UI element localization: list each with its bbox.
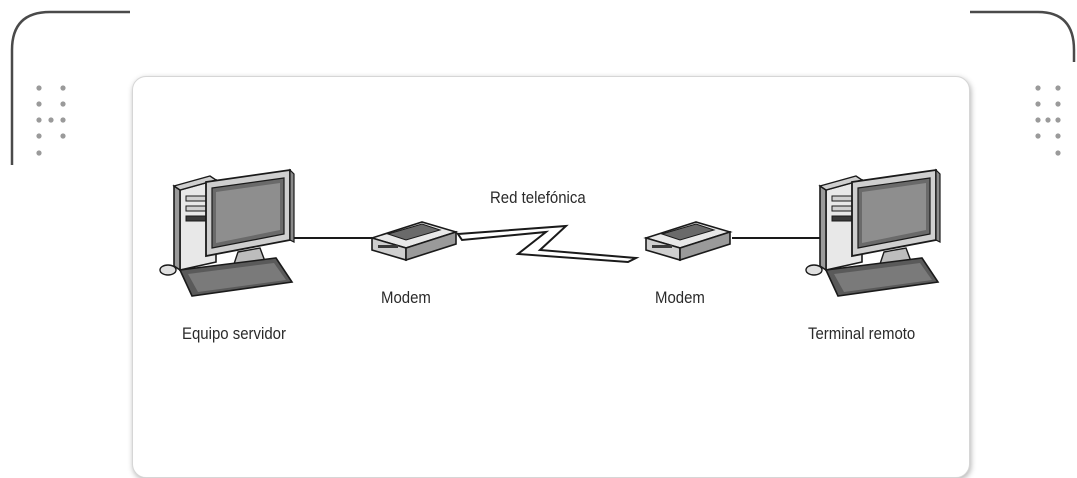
frame-top-left-corner <box>10 10 130 165</box>
modem-label-left: Modem <box>381 288 431 307</box>
server-label: Equipo servidor <box>182 324 286 343</box>
server-keyboard <box>178 257 294 297</box>
lightning-link-icon <box>456 224 640 264</box>
desktop-computer-icon <box>805 168 941 297</box>
modem-icon <box>643 221 733 262</box>
terminal-monitor <box>851 168 941 271</box>
terminal-label: Terminal remoto <box>808 324 916 343</box>
terminal-keyboard <box>824 257 940 297</box>
connections-layer <box>284 224 822 264</box>
terminal-mouse <box>805 264 823 276</box>
server-monitor <box>205 168 295 271</box>
desktop-computer-icon <box>159 168 295 297</box>
frame-top-right-corner <box>970 10 1076 62</box>
dot-pattern-left <box>36 85 66 156</box>
dot-pattern-right <box>1035 85 1061 156</box>
page-frame <box>10 10 1076 165</box>
modem-label-right: Modem <box>655 288 705 307</box>
network-label: Red telefónica <box>490 188 586 207</box>
server-mouse <box>159 264 177 276</box>
modem-icon <box>369 221 459 262</box>
